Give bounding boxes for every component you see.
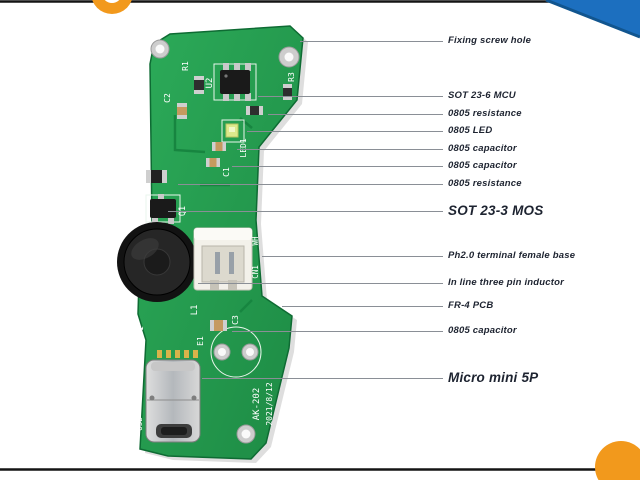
silkscreen-usb: USB <box>135 417 144 431</box>
annotation-capacitor-2: 0805 capacitor <box>448 160 517 171</box>
capacitor-c2 <box>177 103 187 119</box>
leader-line-fixing-screw-hole <box>300 41 443 42</box>
capacitor-c3 <box>210 320 227 331</box>
silkscreen-p1: P1 <box>136 326 145 336</box>
annotation-inductor: In line three pin inductor <box>448 277 565 288</box>
leader-line-led <box>247 131 443 132</box>
fixing-screw-hole <box>278 46 300 68</box>
led-component <box>225 123 239 138</box>
resistor-r3 <box>283 84 292 100</box>
annotation-mos: SOT 23-3 MOS <box>448 203 544 218</box>
ph2-connector <box>193 227 253 291</box>
silkscreen-e1: E1 <box>196 336 205 346</box>
resistor-left <box>146 170 167 183</box>
leader-line-resistance-2 <box>178 184 443 185</box>
leader-line-capacitor-1 <box>237 149 443 150</box>
annotation-mcu: SOT 23-6 MCU <box>448 90 516 101</box>
annotation-resistance-2: 0805 resistance <box>448 178 522 189</box>
leader-line-resistance-1 <box>268 114 443 115</box>
mounting-hole-top-left <box>150 39 170 59</box>
leader-line-ph2 <box>262 256 443 257</box>
silkscreen-cn1: CN1 <box>251 265 260 279</box>
resistor-top <box>246 106 263 115</box>
silkscreen-c2: C2 <box>163 93 172 103</box>
mounting-hole-mid-left <box>213 343 231 361</box>
leader-line-inductor <box>198 283 443 284</box>
silkscreen-l1: L1 <box>190 305 200 316</box>
mounting-hole-bottom <box>236 424 256 444</box>
silkscreen-labels: R3 U2 R1 C2 LED1 C1 Q1 WH CN1 L1 C3 E1 P… <box>135 61 296 431</box>
annotation-led: 0805 LED <box>448 125 493 136</box>
micro-usb-connector <box>145 359 201 443</box>
annotation-capacitor-1: 0805 capacitor <box>448 143 517 154</box>
leader-line-pcb <box>282 306 443 307</box>
silkscreen-c1: C1 <box>222 167 231 177</box>
annotation-usb: Micro mini 5P <box>448 370 539 385</box>
annotation-fixing-screw-hole: Fixing screw hole <box>448 35 532 46</box>
corner-decoration-bottom-right <box>595 441 640 480</box>
pcb-traces <box>173 115 253 313</box>
mcu-chip <box>220 63 251 101</box>
leader-line-capacitor-2 <box>232 166 443 167</box>
leader-line-mos <box>168 211 443 212</box>
annotation-ph2: Ph2.0 terminal female base <box>448 250 576 261</box>
capacitor-mid-1 <box>212 142 226 151</box>
silkscreen-u2: U2 <box>205 78 215 89</box>
usb-solder-pads <box>157 350 198 358</box>
annotation-capacitor-3: 0805 capacitor <box>448 325 517 336</box>
pcb-board: R3 U2 R1 C2 LED1 C1 Q1 WH CN1 L1 C3 E1 P… <box>117 25 304 460</box>
silkscreen-date: 2021/8/12 <box>265 382 274 426</box>
resistor-r1 <box>194 76 204 94</box>
annotation-resistance-1: 0805 resistance <box>448 108 522 119</box>
silkscreen-c3: C3 <box>231 315 240 325</box>
mounting-hole-mid-right <box>241 343 259 361</box>
silkscreen-r3: R3 <box>287 72 296 82</box>
mos-chip <box>150 194 176 224</box>
silkscreen-model: AK-202 <box>252 388 262 421</box>
capacitor-mid-2 <box>206 158 220 167</box>
corner-decoration-top-left <box>92 0 132 14</box>
leader-line-mcu <box>258 96 443 97</box>
annotation-pcb: FR-4 PCB <box>448 300 494 311</box>
silkscreen-r1: R1 <box>181 61 190 71</box>
inductor <box>117 222 197 302</box>
silkscreen-wh: WH <box>251 236 260 246</box>
corner-decoration-top-right <box>545 0 640 39</box>
silkscreen-led1: LED1 <box>239 138 248 157</box>
leader-line-usb <box>202 378 443 379</box>
leader-line-capacitor-3 <box>232 331 443 332</box>
